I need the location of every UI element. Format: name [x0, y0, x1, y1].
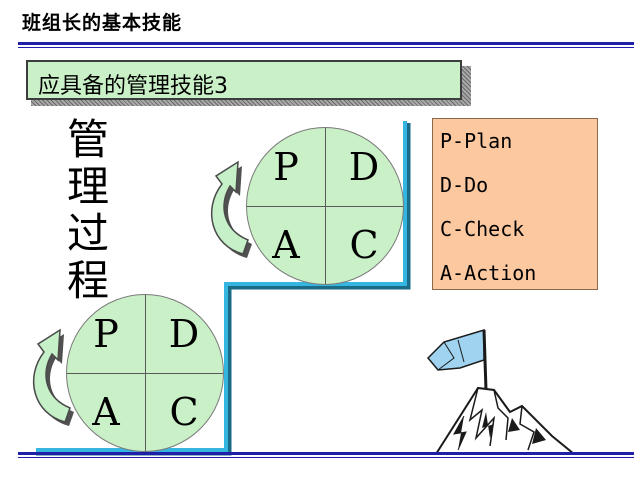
footer-divider-thin: [18, 457, 634, 458]
pdca-action: A: [92, 390, 120, 434]
pdca-check: C: [349, 223, 379, 267]
pdca-circle-upper: P D A C: [246, 127, 404, 285]
pdca-check: C: [169, 390, 199, 434]
subtitle-box: 应具备的管理技能3: [26, 60, 462, 100]
legend-box: P-Plan D-Do C-Check A-Action: [432, 118, 598, 290]
legend-item-action: A-Action: [440, 261, 537, 285]
mountain-flag-icon: [426, 328, 577, 455]
page-title: 班组长的基本技能: [22, 12, 183, 34]
header-divider: [18, 42, 634, 45]
circle-divider-horizontal: [247, 206, 403, 207]
pdca-action: A: [272, 223, 300, 267]
legend-item-check: C-Check: [440, 217, 525, 241]
pdca-plan: P: [273, 145, 299, 189]
side-title-char: 理: [66, 162, 109, 211]
side-title-char: 管: [66, 115, 109, 164]
pdca-do: D: [348, 145, 380, 189]
side-title-char: 过: [66, 209, 109, 258]
side-title-char: 程: [66, 256, 109, 305]
cycle-arrow-icon: [32, 328, 74, 426]
pdca-plan: P: [93, 312, 119, 356]
pdca-circle-lower: P D A C: [66, 294, 224, 452]
legend-item-do: D-Do: [440, 173, 489, 197]
footer-divider: [18, 452, 634, 455]
legend-item-plan: P-Plan: [440, 129, 513, 153]
cycle-arrow-icon: [210, 160, 252, 258]
side-title: 管 理 过 程: [58, 116, 118, 304]
header-divider-thin: [18, 47, 634, 48]
subtitle-text: 应具备的管理技能3: [38, 74, 228, 99]
pdca-do: D: [168, 312, 200, 356]
circle-divider-horizontal: [67, 373, 223, 374]
